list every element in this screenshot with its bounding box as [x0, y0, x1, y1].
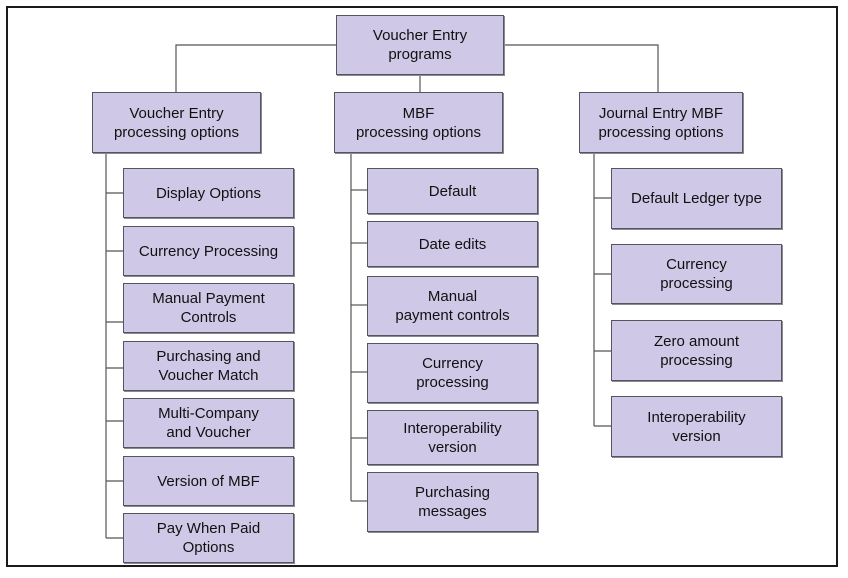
item-manual-payment-controls: Manual payment controls	[367, 276, 538, 336]
header-line2: processing options	[355, 123, 482, 141]
item-label: Version of MBF	[157, 472, 260, 490]
item-label: Currency Processing	[138, 242, 279, 260]
item-display-options: Display Options	[123, 168, 294, 218]
item-label-line1: Multi-Company	[158, 405, 259, 422]
item-multi-company-voucher: Multi-Company and Voucher	[123, 398, 294, 448]
item-label-line2: version	[672, 427, 721, 445]
item-label-line1: Interoperability	[403, 419, 502, 437]
item-label-line2: processing	[660, 275, 733, 292]
header-line1: Voucher Entry	[129, 104, 224, 122]
item-label-line2: Voucher Match	[158, 367, 259, 384]
item-label-line1: Manual Payment	[152, 290, 265, 307]
item-label-line2: Controls	[180, 309, 237, 326]
item-version-of-mbf: Version of MBF	[123, 456, 294, 506]
item-currency-processing: Currency processing	[367, 343, 538, 403]
root-box: Voucher Entry programs	[336, 15, 504, 75]
connector-root-right	[504, 44, 659, 92]
item-currency-processing: Currency Processing	[123, 226, 294, 276]
header-line1: MBF	[402, 104, 435, 122]
item-default: Default	[367, 168, 538, 214]
item-label: Default	[428, 182, 477, 200]
item-label-line1: Purchasing and	[156, 348, 261, 365]
item-label: Default Ledger type	[631, 190, 762, 207]
root-label-line1: Voucher Entry	[372, 27, 468, 44]
connector-root-left	[175, 44, 336, 92]
item-default-ledger-type: Default Ledger type	[611, 168, 782, 229]
item-label-line1: Purchasing	[414, 484, 491, 501]
root-label-line2: programs	[388, 46, 452, 63]
item-label-line1: Pay When Paid	[156, 520, 261, 537]
item-label-line2: processing	[416, 374, 489, 391]
item-label-line2: payment controls	[395, 307, 510, 324]
item-label-line2: processing	[660, 351, 733, 369]
item-label-line1: Interoperability	[647, 408, 746, 426]
header-line2: processing options	[113, 123, 240, 141]
header-line2: processing options	[598, 123, 724, 141]
item-label-line1: Manual	[427, 288, 478, 305]
item-label-line2: version	[428, 438, 477, 456]
item-label-line2: messages	[418, 503, 487, 520]
item-label-line1: Currency	[666, 256, 727, 273]
item-date-edits: Date edits	[367, 221, 538, 267]
item-label-line2: Options	[182, 539, 235, 556]
item-currency-processing: Currency processing	[611, 244, 782, 304]
item-label: Display Options	[155, 184, 262, 202]
item-label-line2: and Voucher	[166, 424, 251, 441]
header-line1: Journal Entry MBF	[598, 104, 724, 122]
item-label-line1: Currency	[422, 355, 483, 372]
item-label: Date edits	[418, 235, 487, 253]
item-label-line1: Zero amount	[653, 332, 740, 350]
item-purchasing-messages: Purchasing messages	[367, 472, 538, 532]
